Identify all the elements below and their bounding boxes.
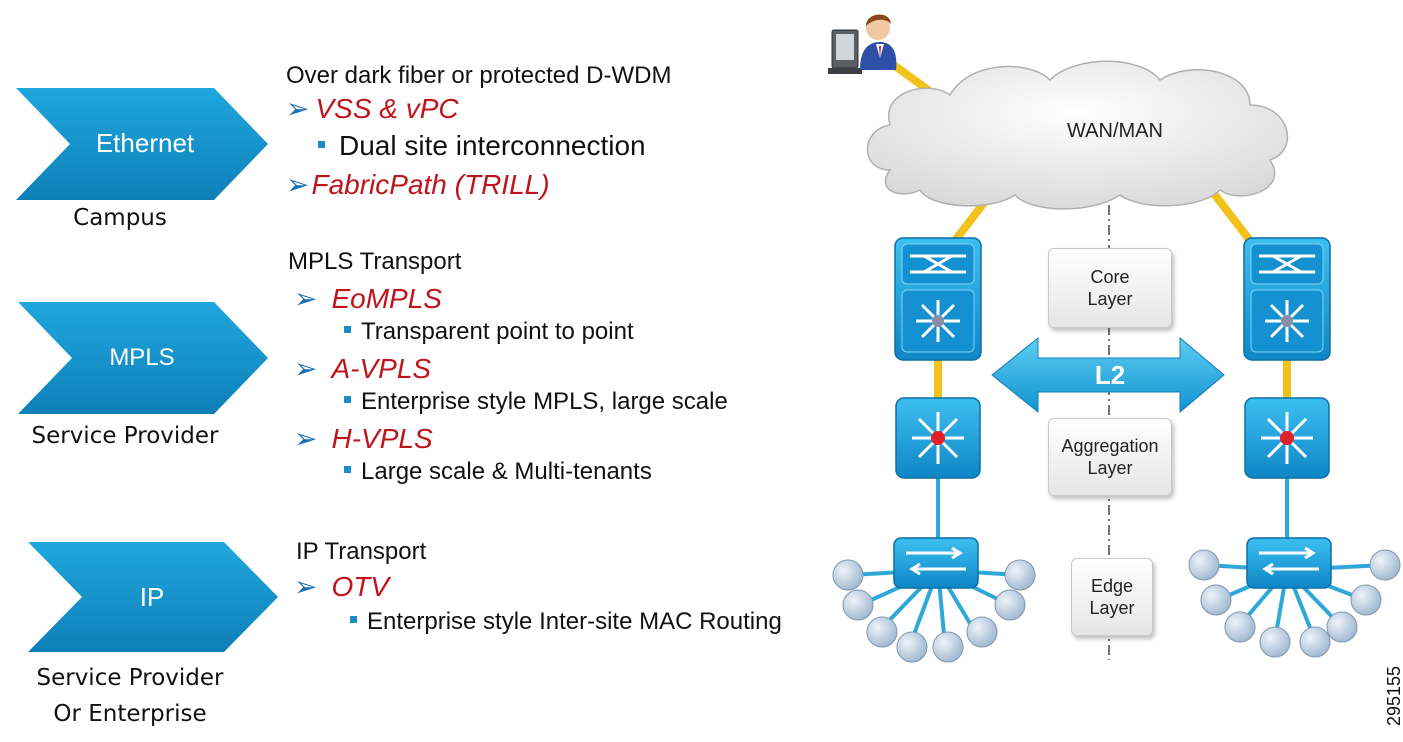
arrow-bullet-icon: ➢	[294, 353, 318, 384]
caption-line: Campus	[73, 205, 167, 231]
chevron-label-ethernet: Ethernet	[95, 128, 195, 158]
chevron-ethernet	[16, 88, 268, 200]
square-bullet-icon	[344, 396, 351, 404]
chevron-label-ip: IP	[139, 582, 165, 612]
user-workstation-icon	[828, 14, 897, 74]
caption-line: Or Enterprise	[53, 701, 207, 727]
bullet-dual-site: Dual site interconnection	[318, 130, 646, 162]
bullet-multi-tenants: Large scale & Multi-tenants	[344, 458, 652, 486]
layer-line: Layer	[1087, 289, 1133, 309]
square-bullet-icon	[318, 141, 325, 149]
tech-eompls: ➢EoMPLS	[294, 283, 442, 314]
figure-id: 295155	[1384, 665, 1403, 726]
hosts-right	[1188, 549, 1401, 658]
core-switch-right	[1243, 237, 1331, 361]
network-diagram	[828, 14, 1401, 663]
arrow-bullet-icon: ➢	[294, 423, 318, 454]
aggregation-switch-right	[1244, 397, 1330, 479]
chevron-mpls	[18, 302, 268, 414]
category-caption-sp-enterprise: Service Provider Or Enterprise	[10, 660, 250, 732]
bullet-otv-routing: Enterprise style Inter-site MAC Routing	[350, 608, 782, 636]
l2-double-arrow	[991, 336, 1225, 414]
tech-a-vpls: ➢A-VPLS	[294, 353, 432, 384]
tech-h-vpls: ➢H-VPLS	[294, 423, 433, 454]
aggregation-switch-left	[895, 397, 981, 479]
edge-switch-right	[1246, 537, 1332, 589]
arrow-bullet-icon: ➢	[294, 571, 318, 602]
hosts-left	[832, 559, 1036, 663]
layer-line: Core	[1090, 267, 1130, 287]
chevron-ip	[28, 542, 278, 652]
ethernet-heading: Over dark fiber or protected D-WDM	[286, 62, 672, 89]
chevron-shapes	[16, 88, 278, 652]
bullet-enterprise-mpls: Enterprise style MPLS, large scale	[344, 388, 728, 416]
core-switch-left	[894, 237, 982, 361]
arrow-bullet-icon: ➢	[286, 93, 310, 124]
layer-line: Layer	[1089, 598, 1135, 618]
tech-vss-vpc: ➢VSS & vPC	[286, 93, 459, 124]
square-bullet-icon	[350, 616, 357, 624]
caption-line: Service Provider	[36, 665, 224, 691]
tech-fabricpath: ➢FabricPath (TRILL)	[286, 169, 550, 200]
square-bullet-icon	[344, 466, 351, 474]
category-caption-service-provider: Service Provider	[10, 418, 240, 454]
mpls-heading: MPLS Transport	[288, 248, 462, 275]
arrow-bullet-icon: ➢	[286, 169, 310, 200]
category-caption-campus: Campus	[40, 200, 200, 236]
bullet-transparent: Transparent point to point	[344, 318, 634, 346]
ip-heading: IP Transport	[296, 538, 427, 565]
chevron-label-mpls: MPLS	[109, 344, 175, 371]
caption-line: Service Provider	[31, 423, 219, 449]
layer-line: Edge	[1090, 576, 1134, 596]
tech-otv: ➢OTV	[294, 571, 390, 602]
square-bullet-icon	[344, 326, 351, 334]
wan-man-cloud	[866, 60, 1289, 210]
arrow-bullet-icon: ➢	[294, 283, 318, 314]
layer-line: Layer	[1087, 458, 1133, 478]
layer-line: Aggregation	[1061, 436, 1159, 456]
cloud-label: WAN/MAN	[1067, 120, 1163, 142]
l2-label: L2	[1094, 360, 1126, 390]
edge-switch-left	[893, 537, 979, 589]
